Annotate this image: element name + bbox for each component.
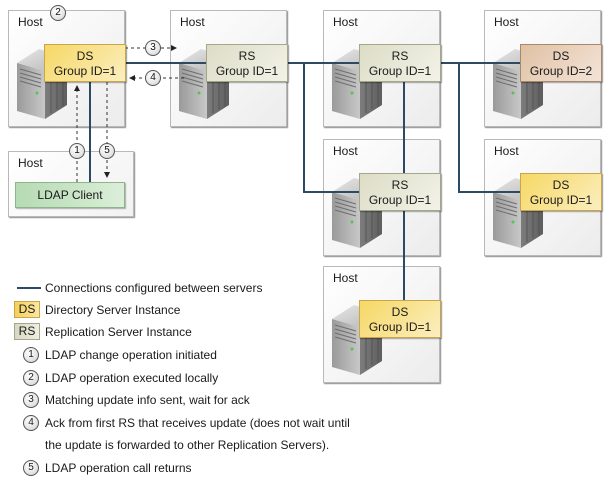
rs-instance-3: RS Group ID=1 [359, 173, 441, 211]
connection-line-icon [17, 287, 41, 289]
host-label: Host [333, 15, 358, 29]
host-label: Host [18, 15, 43, 29]
ds-instance-group2: DS Group ID=2 [520, 44, 602, 82]
instance-group: Group ID=1 [368, 320, 432, 334]
ds-instance-primary: DS Group ID=1 [44, 44, 126, 82]
instance-type: RS [391, 49, 409, 63]
instance-type: DS [552, 178, 570, 192]
legend-text: Replication Server Instance [45, 325, 192, 339]
host-label: Host [18, 156, 43, 170]
rs-instance-1: RS Group ID=1 [206, 44, 288, 82]
step-number-icon: 1 [23, 347, 39, 363]
legend-text: Directory Server Instance [45, 303, 181, 317]
step-number-icon: 2 [23, 370, 39, 386]
legend-text: the update is forwarded to other Replica… [45, 438, 330, 452]
instance-group: Group ID=2 [529, 64, 593, 78]
legend-text: Matching update info sent, wait for ack [45, 393, 250, 407]
rs-instance-2: RS Group ID=1 [359, 44, 441, 82]
host-label: Host [494, 15, 519, 29]
instance-group: Group ID=1 [215, 64, 279, 78]
ldap-client: LDAP Client [15, 182, 125, 208]
legend-text: LDAP change operation initiated [45, 348, 217, 362]
rs-swatch-icon: RS [14, 323, 40, 340]
legend-text: LDAP operation call returns [45, 461, 192, 475]
connection-rs2-dsright [458, 63, 520, 193]
legend-text: Connections configured between servers [45, 281, 263, 295]
instance-type: RS [238, 49, 256, 63]
instance-type: DS [391, 305, 409, 319]
legend-text: LDAP operation executed locally [45, 371, 219, 385]
step-badge-2: 2 [50, 5, 66, 21]
host-label: Host [333, 271, 358, 285]
step-badge-5: 5 [99, 143, 115, 159]
instance-group: Group ID=1 [368, 64, 432, 78]
step-badge-3: 3 [145, 40, 161, 56]
instance-group: Group ID=1 [53, 64, 117, 78]
host-label: Host [180, 15, 205, 29]
step-number-icon: 3 [23, 392, 39, 408]
connection-rs1-rs3 [303, 63, 359, 193]
step-badge-4: 4 [145, 70, 161, 86]
instance-type: RS [391, 178, 409, 192]
ds-instance-bottom: DS Group ID=1 [359, 300, 441, 338]
host-label: Host [494, 144, 519, 158]
step-number-icon: 5 [23, 460, 39, 476]
instance-type: DS [76, 49, 94, 63]
instance-type: DS [552, 49, 570, 63]
step-number-icon: 4 [23, 415, 39, 431]
legend-text: Ack from first RS that receives update (… [45, 416, 350, 430]
instance-group: Group ID=1 [368, 193, 432, 207]
step-badge-1: 1 [69, 143, 85, 159]
ds-instance-right: DS Group ID=1 [520, 173, 602, 211]
ds-swatch-icon: DS [14, 301, 40, 318]
host-label: Host [333, 144, 358, 158]
instance-group: Group ID=1 [529, 193, 593, 207]
